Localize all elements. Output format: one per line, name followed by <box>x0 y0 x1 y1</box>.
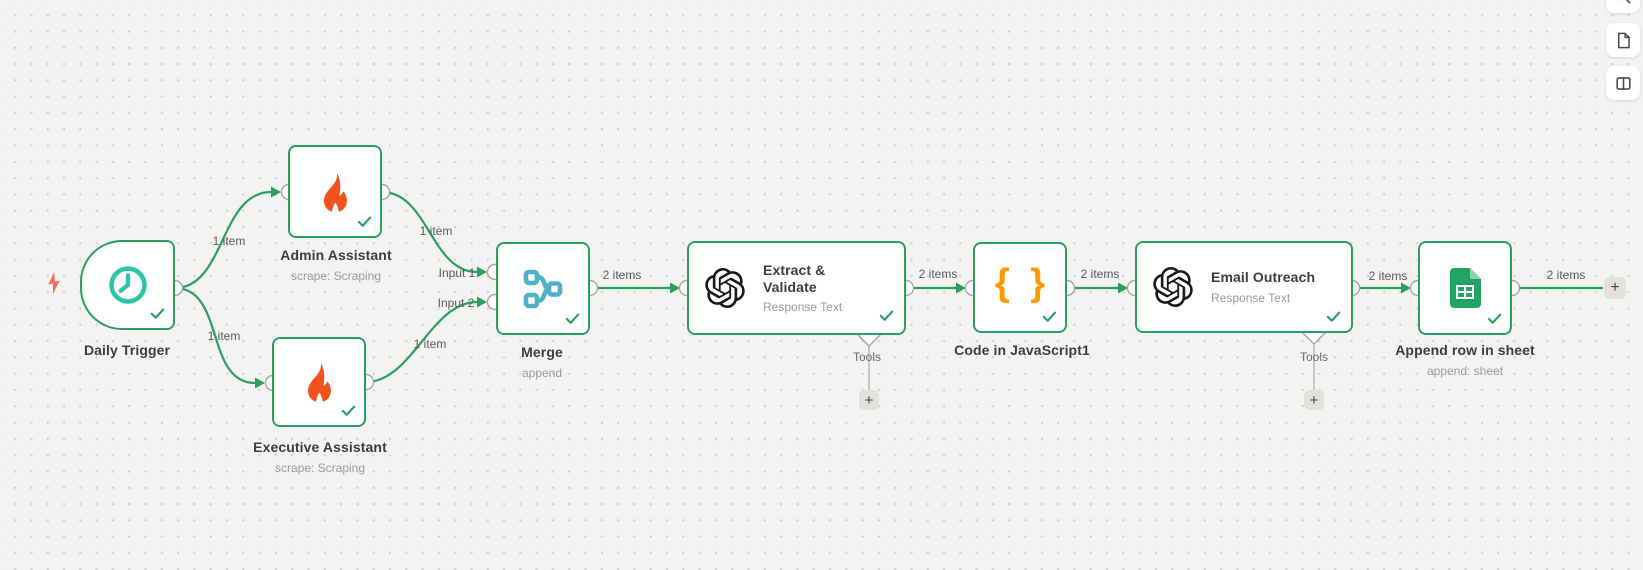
node-title: Admin Assistant <box>280 247 392 263</box>
sticky-note-button[interactable] <box>1606 23 1640 57</box>
success-check-icon <box>150 308 165 319</box>
lightning-bolt-icon <box>48 271 60 295</box>
node-subtitle: Response Text <box>763 300 843 315</box>
label-append-row-in-sheet: Append row in sheet append: sheet <box>1395 342 1535 378</box>
node-inner-text: Email Outreach Response Text <box>1211 269 1315 305</box>
label-merge: Merge append <box>521 344 563 380</box>
edge-label-trigger-to-executive: 1 item <box>207 329 241 343</box>
plus-icon: + <box>1610 279 1620 296</box>
google-sheets-icon <box>1450 268 1481 308</box>
input-arrows <box>255 186 1411 389</box>
flame-icon <box>324 172 347 212</box>
success-check-icon <box>357 216 372 227</box>
merge-input-2-label: Input 2 <box>437 296 475 310</box>
edge-label-admin-to-merge: 1 item <box>419 224 453 238</box>
label-code-in-javascript1: Code in JavaScript1 <box>954 342 1090 358</box>
file-icon <box>1617 32 1630 48</box>
edge-trigger-to-admin[interactable] <box>174 190 272 290</box>
node-subtitle: Response Text <box>1211 290 1291 305</box>
node-subtitle: scrape: Scraping <box>290 269 382 283</box>
success-check-icon <box>879 310 894 321</box>
label-admin-assistant: Admin Assistant scrape: Scraping <box>280 247 391 283</box>
plus-icon: + <box>1309 391 1319 409</box>
flame-icon <box>308 362 331 403</box>
tools-label-email: Tools <box>1299 350 1329 364</box>
edge-trigger-to-executive[interactable] <box>174 286 256 385</box>
node-subtitle: append <box>521 366 563 380</box>
plus-icon: + <box>864 391 874 409</box>
success-check-icon <box>1042 311 1057 322</box>
add-tool-button-extract[interactable]: + <box>859 390 879 410</box>
edge-label-email-to-append: 2 items <box>1368 269 1408 283</box>
search-button[interactable] <box>1606 0 1640 13</box>
node-subtitle: scrape: Scraping <box>274 461 366 475</box>
label-daily-trigger: Daily Trigger <box>84 342 170 358</box>
edge-label-merge-to-extract: 2 items <box>602 268 642 282</box>
node-title: Extract & Validate <box>763 261 826 295</box>
edge-admin-to-merge[interactable] <box>381 190 478 274</box>
openai-icon <box>1153 267 1193 307</box>
merge-icon <box>523 269 563 308</box>
edge-label-extract-to-code: 2 items <box>918 267 958 281</box>
tools-label-extract: Tools <box>852 350 882 364</box>
node-title: Daily Trigger <box>83 342 171 358</box>
edge-executive-to-merge[interactable] <box>365 300 478 384</box>
merge-input-1-label: Input 1 <box>438 266 476 280</box>
node-inner-text: Extract & Validate Response Text <box>763 262 863 315</box>
edge-label-trigger-to-admin: 1 item <box>212 234 246 248</box>
node-admin-assistant[interactable] <box>288 145 382 238</box>
node-code-in-javascript1[interactable]: { } <box>973 242 1067 333</box>
success-check-icon <box>1326 311 1341 322</box>
node-title: Email Outreach <box>1211 269 1316 286</box>
node-daily-trigger[interactable] <box>80 240 175 330</box>
node-executive-assistant[interactable] <box>272 337 366 427</box>
search-icon <box>1619 0 1631 4</box>
success-check-icon <box>1487 313 1502 324</box>
edge-label-append-to-end: 2 items <box>1546 268 1586 282</box>
edge-label-code-to-email: 2 items <box>1080 267 1120 281</box>
add-node-button[interactable]: + <box>1604 277 1626 299</box>
clock-icon <box>108 266 147 304</box>
node-title: Code in JavaScript1 <box>954 342 1090 358</box>
node-title: Executive Assistant <box>253 439 387 455</box>
split-panel-icon <box>1615 76 1631 90</box>
edge-label-executive-to-merge: 1 item <box>413 337 447 351</box>
node-title: Append row in sheet <box>1395 342 1535 358</box>
node-extract-validate[interactable]: Extract & Validate Response Text <box>687 241 906 335</box>
code-braces-icon: { } <box>994 262 1051 304</box>
node-title: Merge <box>521 344 563 360</box>
openai-icon <box>705 268 745 308</box>
success-check-icon <box>341 405 356 416</box>
toggle-panel-button[interactable] <box>1606 66 1640 100</box>
node-merge[interactable] <box>496 242 590 335</box>
add-tool-button-email[interactable]: + <box>1304 390 1324 410</box>
node-append-row-in-sheet[interactable] <box>1418 241 1512 335</box>
node-email-outreach[interactable]: Email Outreach Response Text <box>1135 241 1353 333</box>
success-check-icon <box>565 313 580 324</box>
node-subtitle: append: sheet <box>1426 364 1504 378</box>
label-executive-assistant: Executive Assistant scrape: Scraping <box>253 439 387 475</box>
